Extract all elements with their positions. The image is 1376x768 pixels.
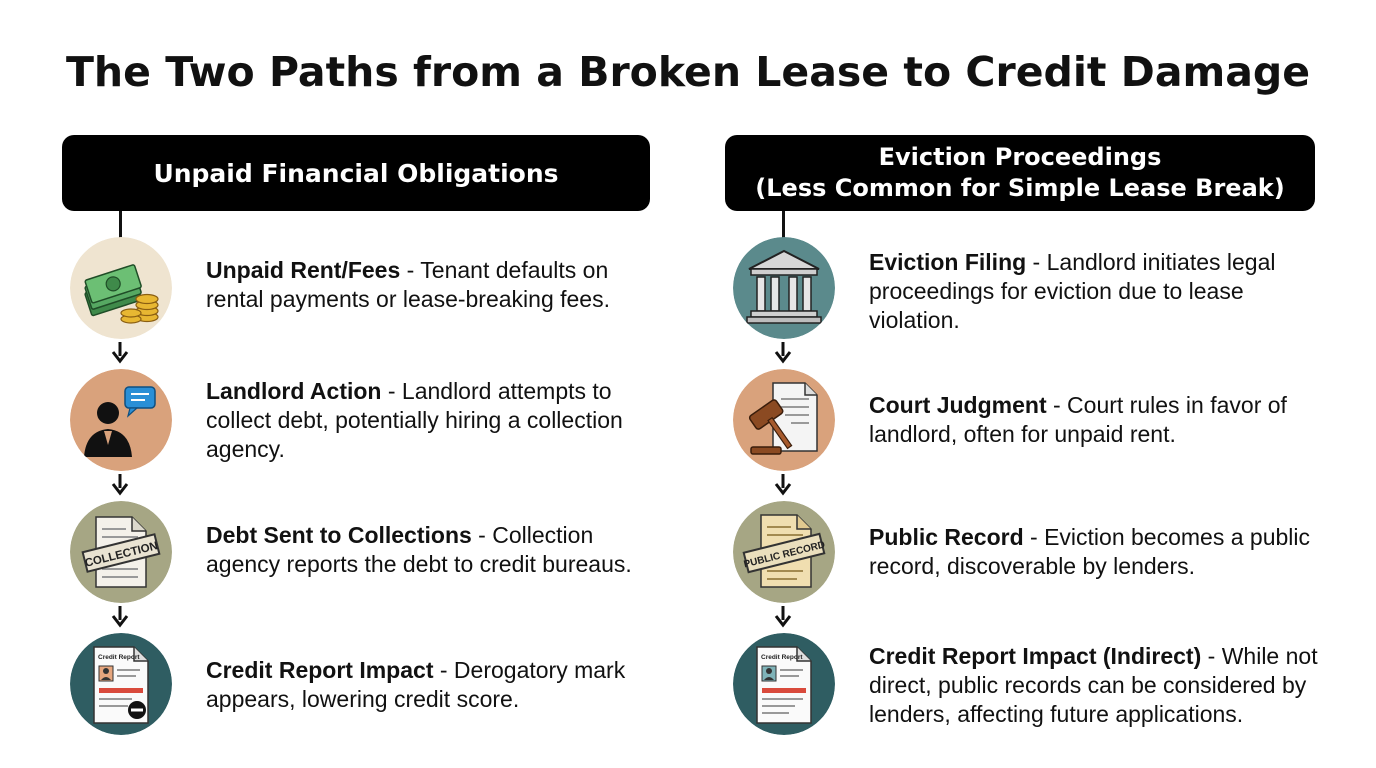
right-step-4-text: Credit Report Impact (Indirect) - While …: [869, 642, 1349, 729]
left-step-3-title: Debt Sent to Collections: [206, 522, 472, 548]
right-header-line1: Eviction Proceedings: [878, 143, 1162, 171]
right-step-2-title: Court Judgment: [869, 392, 1047, 418]
money-stack-icon: [70, 237, 172, 339]
left-step-1-text: Unpaid Rent/Fees - Tenant defaults on re…: [206, 256, 656, 314]
right-header-line2: (Less Common for Simple Lease Break): [755, 174, 1285, 202]
collection-document-icon: COLLECTION: [70, 501, 172, 603]
credit-report-icon: Credit Report: [70, 633, 172, 735]
credit-report-icon: Credit Report: [733, 633, 835, 735]
left-arrow-1: [110, 342, 130, 364]
credit-report-label: Credit Report: [98, 654, 140, 661]
left-header-label: Unpaid Financial Obligations: [153, 158, 559, 188]
left-step-2-title: Landlord Action: [206, 378, 382, 404]
right-step-4-desc: - While not direct, public records can b…: [869, 643, 1318, 727]
left-arrow-2: [110, 474, 130, 496]
right-step-3-title: Public Record: [869, 524, 1024, 550]
courthouse-icon: [733, 237, 835, 339]
left-step-3-desc: - Collection agency reports the debt to …: [206, 522, 632, 577]
right-step-1-title: Eviction Filing: [869, 249, 1027, 275]
right-arrow-3: [773, 606, 793, 628]
right-step-3-text: Public Record - Eviction becomes a publi…: [869, 523, 1329, 581]
left-step-4-desc: - Derogatory mark appears, lowering cred…: [206, 657, 626, 712]
right-arrow-2: [773, 474, 793, 496]
right-column-header: Eviction Proceedings (Less Common for Si…: [725, 135, 1315, 211]
gavel-document-icon: [733, 369, 835, 471]
left-step-3-text: Debt Sent to Collections - Collection ag…: [206, 521, 656, 579]
right-step-3-desc: - Eviction becomes a public record, disc…: [869, 524, 1311, 579]
left-connector: [119, 211, 122, 239]
right-connector: [782, 211, 785, 239]
landlord-speech-icon: [70, 369, 172, 471]
right-step-2-text: Court Judgment - Court rules in favor of…: [869, 391, 1329, 449]
left-step-1-title: Unpaid Rent/Fees: [206, 257, 401, 283]
left-arrow-3: [110, 606, 130, 628]
right-step-1-desc: - Landlord initiates legal proceedings f…: [869, 249, 1276, 333]
credit-report-label-right: Credit Report: [761, 654, 803, 661]
right-arrow-1: [773, 342, 793, 364]
left-step-2-text: Landlord Action - Landlord attempts to c…: [206, 377, 656, 464]
left-column-header: Unpaid Financial Obligations: [62, 135, 650, 211]
left-step-1-desc: - Tenant defaults on rental payments or …: [206, 257, 610, 312]
right-step-1-text: Eviction Filing - Landlord initiates leg…: [869, 248, 1329, 335]
right-step-4-title: Credit Report Impact (Indirect): [869, 643, 1202, 669]
page-title: The Two Paths from a Broken Lease to Cre…: [65, 48, 1311, 96]
left-step-2-desc: - Landlord attempts to collect debt, pot…: [206, 378, 623, 462]
left-step-4-title: Credit Report Impact: [206, 657, 434, 683]
public-record-icon: PUBLIC RECORD: [733, 501, 835, 603]
left-step-4-text: Credit Report Impact - Derogatory mark a…: [206, 656, 656, 714]
right-step-2-desc: - Court rules in favor of landlord, ofte…: [869, 392, 1287, 447]
